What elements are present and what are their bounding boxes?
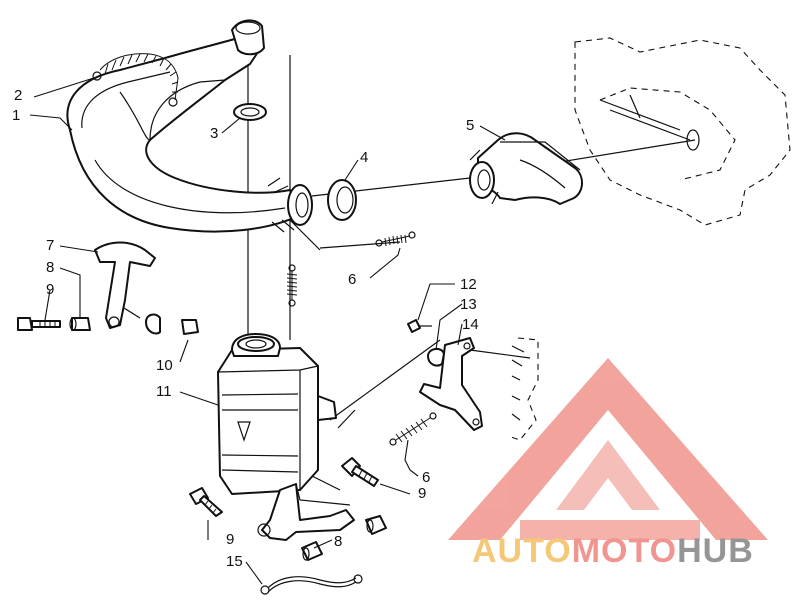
callout-10: 10 — [156, 357, 173, 374]
watermark-word-hub: HUB — [677, 532, 754, 570]
spring-vertical — [286, 264, 298, 307]
callout-2: 2 — [14, 87, 22, 104]
gasket-ring — [233, 103, 267, 121]
callout-7: 7 — [46, 237, 54, 254]
svg-text:AUTOMOTOHUB: AUTOMOTOHUB — [472, 532, 754, 570]
nut-left — [181, 319, 199, 335]
callout-11: 11 — [156, 383, 172, 400]
watermark-triangle — [448, 358, 768, 540]
ground-cable — [260, 574, 363, 595]
callout-1: 1 — [12, 107, 20, 124]
frame-section — [507, 337, 539, 441]
callout-15: 15 — [226, 553, 243, 570]
screw-12 — [407, 319, 432, 333]
watermark-word-auto: AUTO — [472, 532, 572, 570]
bushing-right — [365, 515, 387, 535]
callout-14: 14 — [462, 316, 479, 333]
callout-6-lower: 6 — [422, 469, 430, 486]
expansion-chamber — [66, 19, 313, 233]
seal-ring — [327, 179, 357, 221]
watermark-word-moto: MOTO — [572, 532, 677, 570]
grommet-13 — [427, 348, 445, 367]
engine-outline — [574, 37, 791, 226]
bolt-lower-left — [189, 487, 223, 517]
callout-9-right: 9 — [418, 485, 426, 502]
callout-8-lower: 8 — [334, 533, 342, 550]
spring-lower — [389, 412, 437, 446]
bolt-right-upper — [341, 457, 379, 487]
spring-on-chamber — [92, 53, 179, 107]
callout-13: 13 — [460, 296, 477, 313]
exhaust-manifold — [469, 132, 583, 205]
bushing-lower — [301, 541, 323, 561]
callouts: 1 2 3 4 5 6 6 7 8 8 9 9 9 10 11 12 13 14… — [12, 87, 479, 570]
washer-left — [145, 313, 161, 335]
bolt-left — [17, 317, 61, 331]
callout-4: 4 — [360, 149, 368, 166]
callout-5: 5 — [466, 117, 474, 134]
watermark-logo: AUTOMOTOHUB — [448, 358, 768, 570]
callout-8-left: 8 — [46, 259, 54, 276]
spring-upper — [375, 231, 416, 247]
silencer — [217, 333, 355, 541]
callout-6-upper: 6 — [348, 271, 356, 288]
bushing-left — [69, 317, 91, 331]
callout-12: 12 — [460, 276, 477, 293]
leader-lines — [29, 75, 506, 585]
callout-9-lower: 9 — [226, 531, 234, 548]
callout-9-left: 9 — [46, 281, 54, 298]
hanger-bracket — [94, 241, 156, 329]
bracket-14 — [419, 337, 483, 431]
callout-3: 3 — [210, 125, 218, 142]
